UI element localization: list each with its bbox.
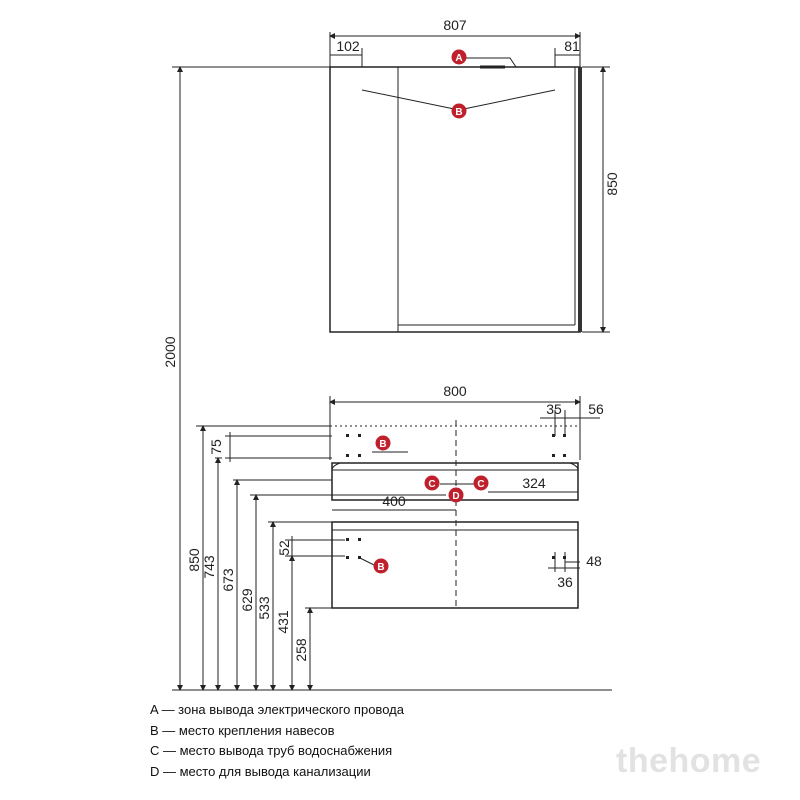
dim-right-56: 56: [588, 401, 604, 417]
dim-total-height: 2000: [162, 336, 178, 367]
mirror-cabinet: [329, 65, 582, 333]
dim-h-258: 258: [293, 638, 309, 662]
dim-h-75: 75: [208, 439, 224, 455]
dim-h-673: 673: [220, 568, 236, 592]
bottom-right-dimension: [548, 552, 580, 572]
mirror-height-dimension: [582, 66, 610, 333]
svg-text:B: B: [377, 562, 384, 573]
dim-h-743: 743: [201, 555, 217, 579]
legend-item-a: A — зона вывода электрического провода: [150, 702, 404, 717]
marker-a-leader: [466, 57, 517, 68]
vanity-cabinet: [329, 396, 581, 610]
dim-mirror-height: 850: [604, 172, 620, 196]
marker-b-vanity: B: [375, 435, 391, 451]
legend-item-b: B — место крепления навесов: [150, 722, 335, 738]
svg-text:C: C: [477, 479, 484, 490]
legend-item-d: D — место для вывода канализации: [150, 763, 371, 779]
mirror-width-dimension: [329, 32, 581, 67]
dim-h-850: 850: [186, 548, 202, 572]
hanger-points-top: [346, 434, 566, 457]
svg-text:B: B: [455, 107, 462, 118]
dim-48: 48: [586, 553, 602, 569]
dim-h-52: 52: [276, 540, 292, 556]
dim-mirror-width: 807: [443, 17, 467, 33]
svg-text:C: C: [428, 479, 435, 490]
dim-400: 400: [382, 493, 406, 509]
legend: A — зона вывода электрического провода B…: [150, 700, 404, 782]
svg-text:B: B: [379, 439, 386, 450]
marker-a: A: [451, 49, 467, 65]
dim-right-35: 35: [546, 401, 562, 417]
watermark: thehome: [616, 742, 762, 780]
svg-text:A: A: [455, 53, 462, 64]
dim-36: 36: [557, 574, 573, 590]
svg-text:D: D: [452, 491, 459, 502]
legend-item-c: C — место вывода труб водоснабжения: [150, 743, 393, 758]
vertical-height-dimensions: [196, 425, 446, 691]
marker-c-left: C: [424, 475, 440, 491]
marker-c-right: C: [473, 475, 489, 491]
dim-mirror-right-offset: 81: [564, 38, 580, 54]
marker-d: D: [448, 487, 464, 503]
right-offset-dimension: [540, 410, 600, 436]
dim-mirror-left-offset: 102: [336, 38, 360, 54]
marker-b-top: B: [451, 103, 467, 119]
dim-vanity-width: 800: [443, 383, 467, 399]
dim-324: 324: [522, 475, 546, 491]
dim-h-533: 533: [256, 596, 272, 620]
marker-b-bottom: B: [373, 558, 389, 574]
total-height-dimension: [172, 66, 612, 691]
marker-b-leaders-top: [361, 89, 556, 111]
dim-h-431: 431: [275, 610, 291, 634]
dim-h-629: 629: [239, 588, 255, 612]
